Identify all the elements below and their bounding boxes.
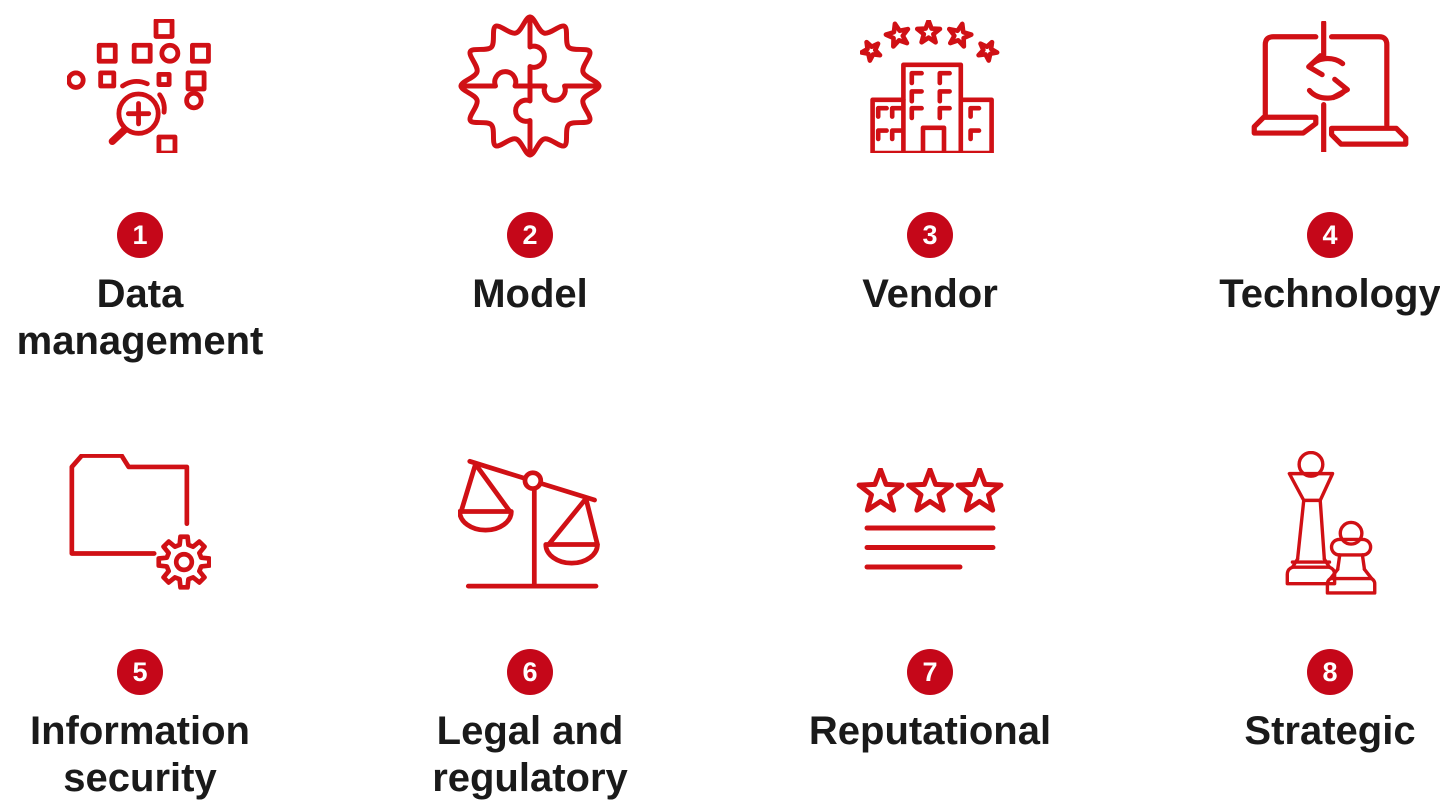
laptop-sync-icon	[1160, 0, 1440, 172]
category-label-3: Vendor	[862, 272, 998, 316]
category-label-8: Strategic	[1244, 709, 1416, 753]
step-badge-2: 2	[507, 212, 553, 258]
step-badge-5: 5	[117, 649, 163, 695]
risk-item-7: 7 Reputational	[760, 437, 1100, 755]
chess-pieces-icon	[1160, 437, 1440, 609]
category-label-5: Information security	[30, 709, 250, 800]
step-badge-7: 7	[907, 649, 953, 695]
risk-item-1: 1 Data management	[0, 0, 310, 365]
data-scan-magnifier-icon	[0, 0, 310, 172]
step-badge-4: 4	[1307, 212, 1353, 258]
building-stars-icon	[760, 0, 1100, 172]
risk-item-8: 8 Strategic	[1160, 437, 1440, 755]
puzzle-gear-icon	[360, 0, 700, 172]
risk-item-3: 3 Vendor	[760, 0, 1100, 318]
step-badge-3: 3	[907, 212, 953, 258]
risk-item-6: 6 Legal and regulatory	[360, 437, 700, 802]
step-badge-1: 1	[117, 212, 163, 258]
category-label-4: Technology	[1219, 272, 1440, 316]
risk-item-4: 4 Technology	[1160, 0, 1440, 318]
category-label-2: Model	[472, 272, 588, 316]
step-badge-8: 8	[1307, 649, 1353, 695]
folder-gear-icon	[0, 437, 310, 609]
category-label-7: Reputational	[808, 709, 1052, 753]
step-badge-6: 6	[507, 649, 553, 695]
scales-of-justice-icon	[360, 437, 700, 609]
risk-item-5: 5 Information security	[0, 437, 310, 802]
category-label-6: Legal and regulatory	[432, 709, 628, 800]
risk-item-2: 2 Model	[360, 0, 700, 318]
stars-rating-lines-icon	[760, 437, 1100, 609]
category-label-1: Data management	[16, 272, 264, 363]
